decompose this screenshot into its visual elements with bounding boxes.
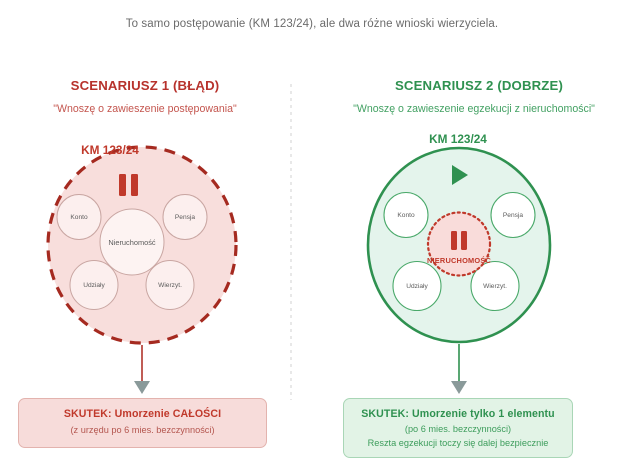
node-wierzyt-left [145, 260, 195, 310]
page-caption: To samo postępowanie (KM 123/24), ale dw… [125, 18, 499, 30]
play-icon [452, 165, 468, 185]
scenario-2-title: SCENARIUSZ 2 (DOBRZE) [394, 78, 563, 93]
outcome-left-sub1: (z urzędu po 6 mies. bezczynności) [70, 425, 215, 435]
pause-icon [119, 174, 138, 196]
node-nieruchomosc-left [99, 208, 165, 276]
node-wierzyt-right [470, 260, 520, 312]
node-label-udzialy-left: Udziały [83, 282, 105, 289]
node-label-konto-left: Konto [70, 214, 88, 221]
outcome-right-main: SKUTEK: Umorzenie tylko 1 elementu [361, 408, 555, 420]
outcome-right-sub1: (po 6 mies. bezczynności) [404, 424, 512, 434]
node-label-wierzyt-right: Wierzyt. [483, 283, 507, 290]
left-arrowhead [134, 381, 150, 394]
scenario-2-subtitle: "Wnoszę o zawieszenie egzekucji z nieruc… [353, 103, 595, 115]
outcome-box-left: SKUTEK: Umorzenie CAŁOŚCI (z urzędu po 6… [18, 398, 267, 448]
node-label-wierzyt-left: Wierzyt. [158, 282, 182, 289]
scenario-1-subtitle: "Wnoszę o zawieszenie postępowania" [53, 103, 237, 115]
scenario-1-title: SCENARIUSZ 1 (BŁĄD) [70, 78, 220, 93]
node-konto-right [383, 191, 429, 239]
case-number-left: KM 123/24 [81, 143, 139, 157]
node-konto-left [56, 194, 102, 240]
node-pensja-left [162, 194, 208, 240]
node-label-konto-right: Konto [397, 212, 415, 219]
node-udzialy-left [69, 260, 119, 310]
outcome-box-right: SKUTEK: Umorzenie tylko 1 elementu (po 6… [343, 398, 573, 458]
case-number-right: KM 123/24 [429, 132, 487, 146]
node-pensja-right [490, 191, 536, 239]
node-label-pensja-left: Pensja [174, 214, 196, 221]
outcome-right-sub2: Reszta egzekucji toczy się dalej bezpiec… [367, 438, 549, 448]
outcome-left-main: SKUTEK: Umorzenie CAŁOŚCI [63, 408, 222, 420]
node-nieruchomosc-right [426, 211, 492, 277]
pause-icon-center-right [451, 231, 467, 250]
node-udzialy-right [392, 260, 442, 312]
node-label-udzialy-right: Udziały [406, 283, 428, 290]
right-arrowhead [451, 381, 467, 394]
node-label-pensja-right: Pensja [502, 212, 524, 219]
node-label-nieruchomosc-left: Nieruchomość [108, 238, 156, 247]
node-label-nieruchomosc-right: NIERUCHOMOŚĆ [427, 256, 491, 265]
